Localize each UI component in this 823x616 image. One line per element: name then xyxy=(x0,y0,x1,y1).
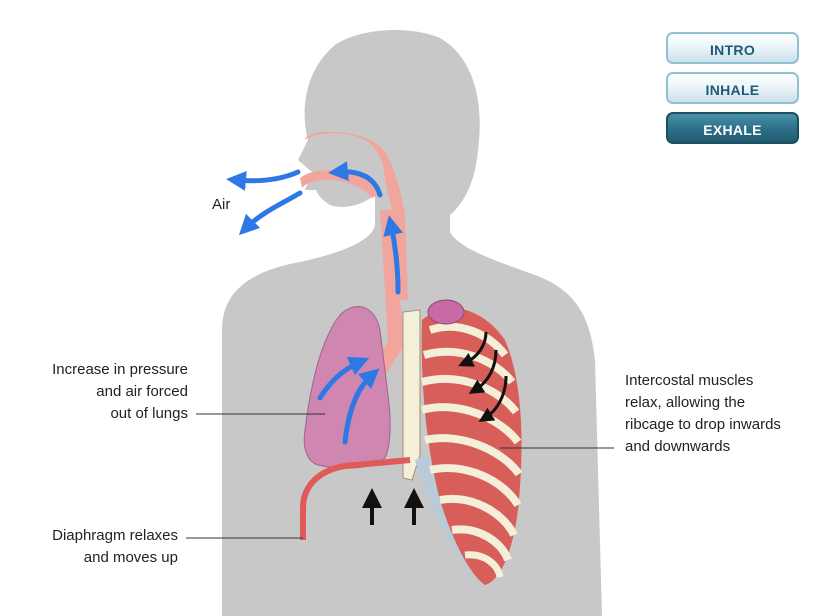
airflow-arrow-out-upper xyxy=(236,172,298,181)
inhale-button[interactable]: INHALE xyxy=(666,72,799,104)
sternum xyxy=(403,310,420,480)
intro-button[interactable]: INTRO xyxy=(666,32,799,64)
intercostal-label-line-4: and downwards xyxy=(625,436,781,458)
intercostal-label-line-1: Intercostal muscles xyxy=(625,370,781,392)
shoulder-joint xyxy=(428,300,464,324)
lungs-label-line-3: out of lungs xyxy=(20,403,188,425)
airflow-arrow-out-lower xyxy=(246,193,300,228)
exhale-button[interactable]: EXHALE xyxy=(666,112,799,144)
diaphragm-label-line-2: and moves up xyxy=(20,547,178,569)
diaphragm-label: Diaphragm relaxes and moves up xyxy=(20,525,178,569)
lungs-label: Increase in pressure and air forced out … xyxy=(20,359,188,425)
intercostal-label: Intercostal muscles relax, allowing the … xyxy=(625,370,781,458)
air-label: Air xyxy=(212,194,230,216)
lungs-label-line-2: and air forced xyxy=(20,381,188,403)
diaphragm-label-line-1: Diaphragm relaxes xyxy=(20,525,178,547)
lungs-label-line-1: Increase in pressure xyxy=(20,359,188,381)
intercostal-label-line-2: relax, allowing the xyxy=(625,392,781,414)
intercostal-label-line-3: ribcage to drop inwards xyxy=(625,414,781,436)
